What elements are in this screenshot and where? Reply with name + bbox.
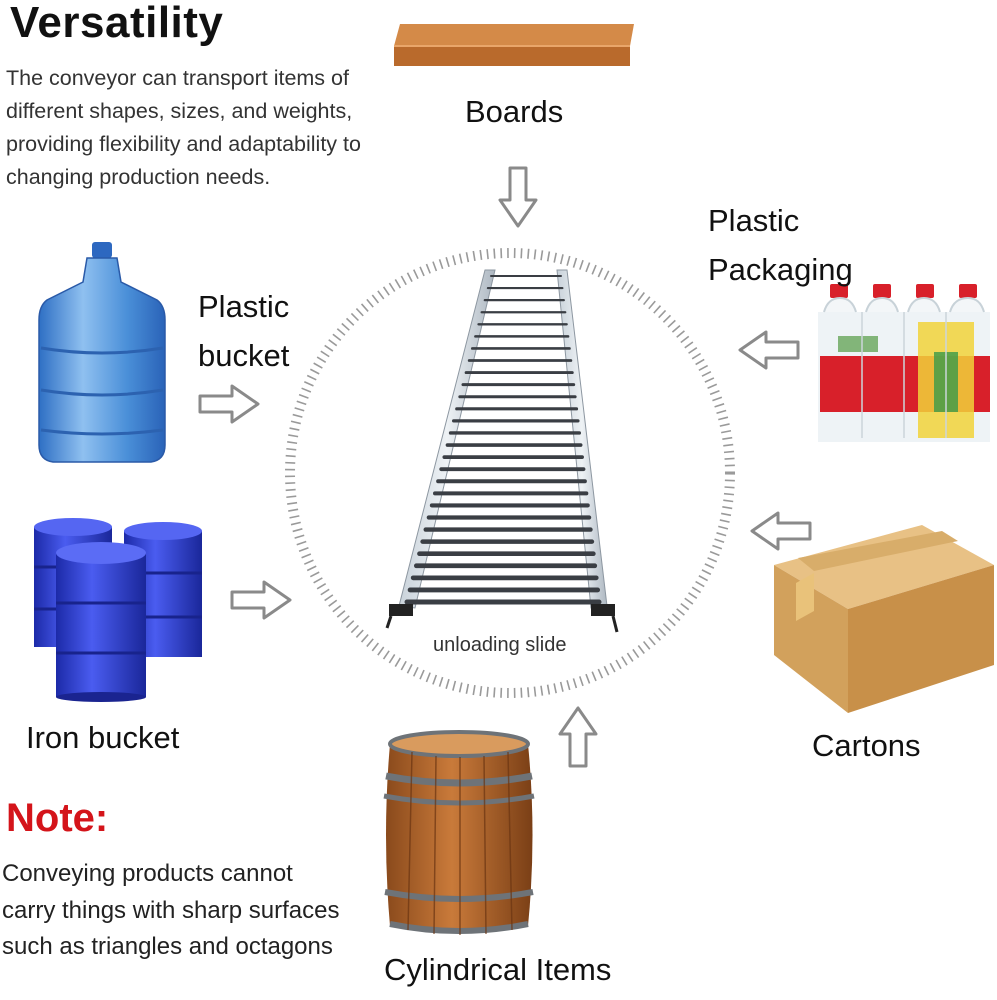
arrow-right-icon: [230, 580, 292, 620]
label-cylindrical-items: Cylindrical Items: [384, 952, 612, 987]
water-jug-image: [38, 242, 166, 463]
arrow-left-icon: [750, 511, 812, 551]
arrow-right-icon: [198, 384, 260, 424]
note-text: Conveying products cannot carry things w…: [2, 860, 340, 960]
unloading-slide-caption: unloading slide: [433, 634, 567, 656]
note-title: Note:: [6, 796, 109, 840]
label-boards: Boards: [465, 94, 564, 129]
label-iron-bucket: Iron bucket: [26, 720, 180, 755]
page-title: Versatility: [10, 0, 224, 47]
arrow-left-icon: [738, 330, 800, 370]
label-plastic-packaging: Plastic Packaging: [708, 203, 853, 287]
arrow-up-icon: [558, 706, 598, 768]
label-plastic-bucket: Plastic bucket: [198, 289, 290, 373]
wooden-board-image: [394, 24, 634, 66]
roller-conveyor-image: [385, 269, 619, 633]
iron-drums-image: [34, 518, 202, 702]
intro-description: The conveyor can transport items of diff…: [6, 66, 361, 189]
carton-box-image: [774, 525, 994, 713]
arrow-down-icon: [498, 166, 538, 228]
wooden-barrel-image: [383, 730, 535, 935]
bottle-pack-image: [818, 284, 990, 442]
label-cartons: Cartons: [812, 728, 921, 763]
